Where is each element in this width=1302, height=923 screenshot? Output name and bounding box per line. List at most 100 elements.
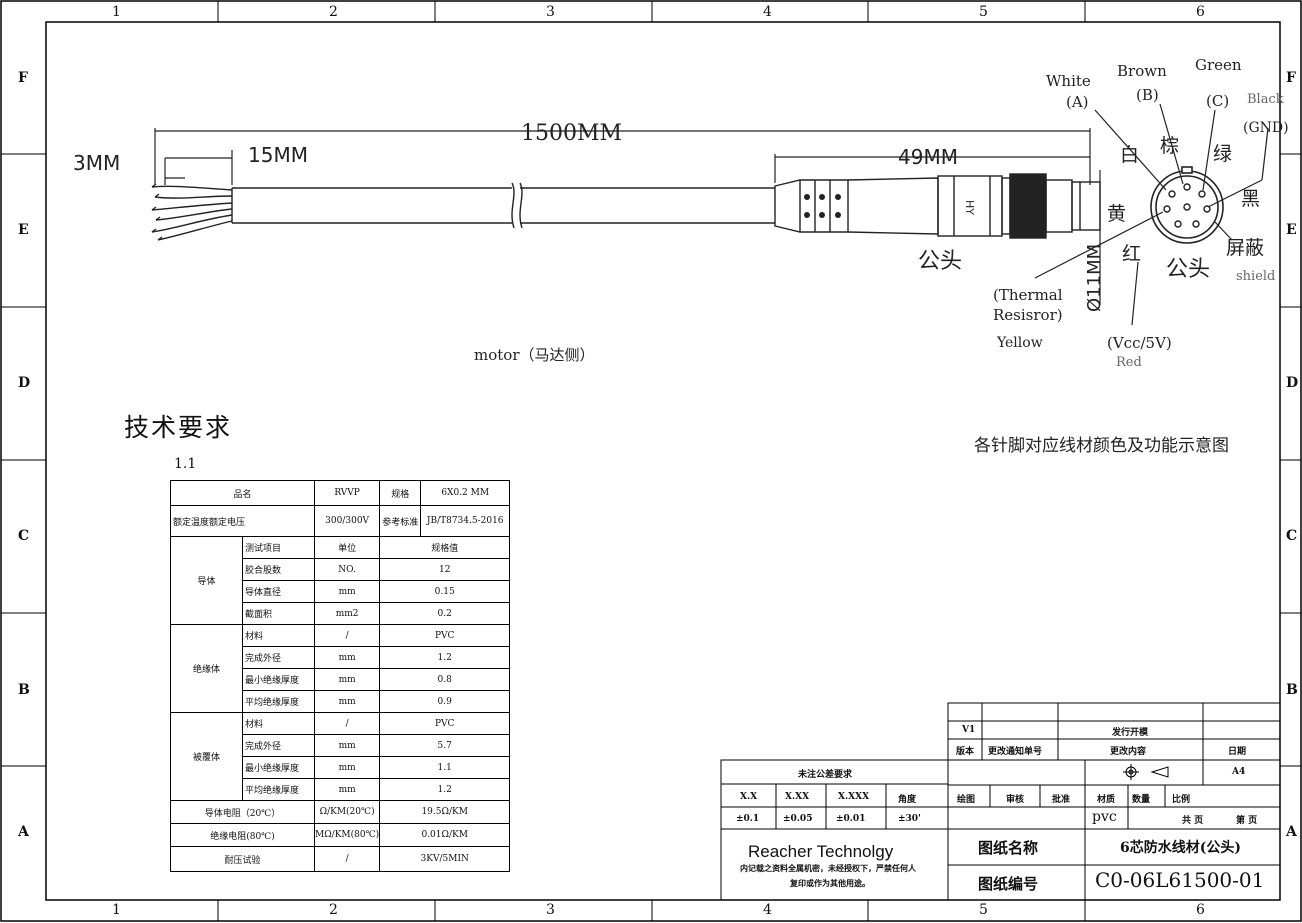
wire-yellow-fn-line2: Resisror) <box>993 306 1063 324</box>
cell: 胶合股数 <box>242 558 315 581</box>
header-change-content: 更改内容 <box>1110 747 1147 757</box>
row-label-right-A: A <box>1286 824 1297 840</box>
pinout-face-label: 公头 <box>1166 257 1210 282</box>
sign-approve-label: 批准 <box>1052 795 1071 805</box>
wire-red-en: Red <box>1116 355 1142 370</box>
col-label-bottom-4: 4 <box>763 902 772 918</box>
wire-white-code: (A) <box>1066 93 1089 111</box>
cell: / <box>313 846 381 872</box>
drawing-number: C0-06L61500-01 <box>1095 868 1265 892</box>
group-cell: 导体 <box>170 536 243 625</box>
wire-shield-en: shield <box>1236 269 1275 284</box>
cell: / <box>313 624 381 647</box>
header-version: 版本 <box>956 747 975 757</box>
cell: 额定温度额定电压 <box>170 505 315 537</box>
connector-mark: HY <box>963 200 976 215</box>
connector-dots <box>804 194 841 218</box>
wire-green-en: Green <box>1195 56 1242 74</box>
drawing-name-label: 图纸名称 <box>978 839 1039 857</box>
wire-shield-cn: 屏蔽 <box>1226 237 1264 259</box>
row-label-right-F: F <box>1286 70 1296 86</box>
cell: 0.8 <box>379 668 511 691</box>
table-row: 绝缘电阻(80℃)MΩ/KM(80℃)0.01Ω/KM <box>170 823 511 847</box>
dim-diameter: Ø11MM <box>1084 244 1105 312</box>
cell: 1.2 <box>379 778 511 801</box>
revision-description: 发行开模 <box>1112 728 1149 738</box>
cell: JB/T8734.5-2016 <box>426 516 504 526</box>
sign-review-label: 审核 <box>1006 795 1025 805</box>
cell: 品名 <box>170 480 315 506</box>
drawing-border <box>45 21 1281 901</box>
tolerance-value-3: ±0.01 <box>836 814 866 824</box>
col-label-bottom-3: 3 <box>546 902 555 918</box>
cell: 5.7 <box>379 734 511 757</box>
cell: 测试项目 <box>242 536 315 559</box>
projection-symbol-icon <box>1123 764 1169 780</box>
cell: 规格 <box>380 481 422 505</box>
company-name: Reacher Technolgy <box>748 842 894 861</box>
cell: NO. <box>313 558 381 581</box>
motor-label: motor（马达侧） <box>474 346 594 364</box>
cell: MΩ/KM(80℃) <box>313 823 381 847</box>
cell: PVC <box>379 624 511 647</box>
cell: 19.5Ω/KM <box>379 800 511 824</box>
confidential-line-2: 复印或作为其他用途。 <box>790 878 870 888</box>
cell: PVC <box>379 712 511 735</box>
revision-number: V1 <box>962 725 976 735</box>
cell: 截面积 <box>242 602 315 625</box>
requirements-heading: 技术要求 <box>124 413 232 442</box>
paper-size: A4 <box>1232 767 1246 777</box>
cell: mm <box>313 756 381 779</box>
coupling-nut <box>1009 173 1047 239</box>
wire-brown-en: Brown <box>1117 62 1167 80</box>
group-cell: 被覆体 <box>170 712 243 801</box>
header-change-notice: 更改通知单号 <box>988 747 1043 757</box>
cell: 绝缘电阻(80℃) <box>170 823 315 847</box>
col-label-top-4: 4 <box>763 4 772 20</box>
cell: 1.2 <box>379 646 511 669</box>
cell: / <box>313 712 381 735</box>
col-label-top-1: 1 <box>112 4 121 20</box>
requirements-section: 1.1 <box>174 456 196 472</box>
cell: 3KV/5MIN <box>379 846 511 872</box>
drawing-name: 6芯防水线材(公头) <box>1120 840 1241 856</box>
material-value: pvc <box>1092 809 1117 825</box>
cell: RVVP <box>313 480 381 506</box>
wire-red-code: (Vcc/5V) <box>1107 334 1172 352</box>
cell: 12 <box>379 558 511 581</box>
cell: mm <box>313 734 381 757</box>
pinout-face <box>1150 166 1224 244</box>
row-label-right-E: E <box>1286 222 1297 238</box>
tolerance-value-2: ±0.05 <box>783 814 813 824</box>
material-label: 材质 <box>1097 795 1116 805</box>
quantity-label: 数量 <box>1132 795 1151 805</box>
row-label-left-A: A <box>18 824 29 840</box>
cell: 0.9 <box>379 690 511 713</box>
row-label-left-B: B <box>18 682 30 698</box>
wire-brown-cn: 棕 <box>1160 135 1179 157</box>
wire-yellow-cn: 黄 <box>1107 203 1126 225</box>
table-row: 被覆体 材料 / PVC <box>170 712 511 801</box>
confidential-line-1: 内记载之资料全属机密，未经授权下，严禁任何人 <box>740 863 916 873</box>
table-row: 导体 测试项目 单位 规格值 <box>170 536 511 625</box>
col-label-bottom-5: 5 <box>979 902 988 918</box>
wire-black-en: Black <box>1247 92 1284 107</box>
tolerance-title: 未注公差要求 <box>798 770 853 780</box>
cell: 0.2 <box>379 602 511 625</box>
cell: 0.15 <box>379 580 511 603</box>
title-block <box>720 702 1281 901</box>
wire-black-cn: 黑 <box>1241 188 1260 210</box>
header-date: 日期 <box>1228 747 1247 757</box>
group-cell: 绝缘体 <box>170 624 243 713</box>
col-label-top-5: 5 <box>979 4 988 20</box>
wire-green-cn: 绿 <box>1213 143 1232 165</box>
wire-red-cn: 红 <box>1122 243 1141 265</box>
wire-green-code: (C) <box>1206 92 1229 110</box>
tolerance-value-1: ±0.1 <box>736 814 760 824</box>
